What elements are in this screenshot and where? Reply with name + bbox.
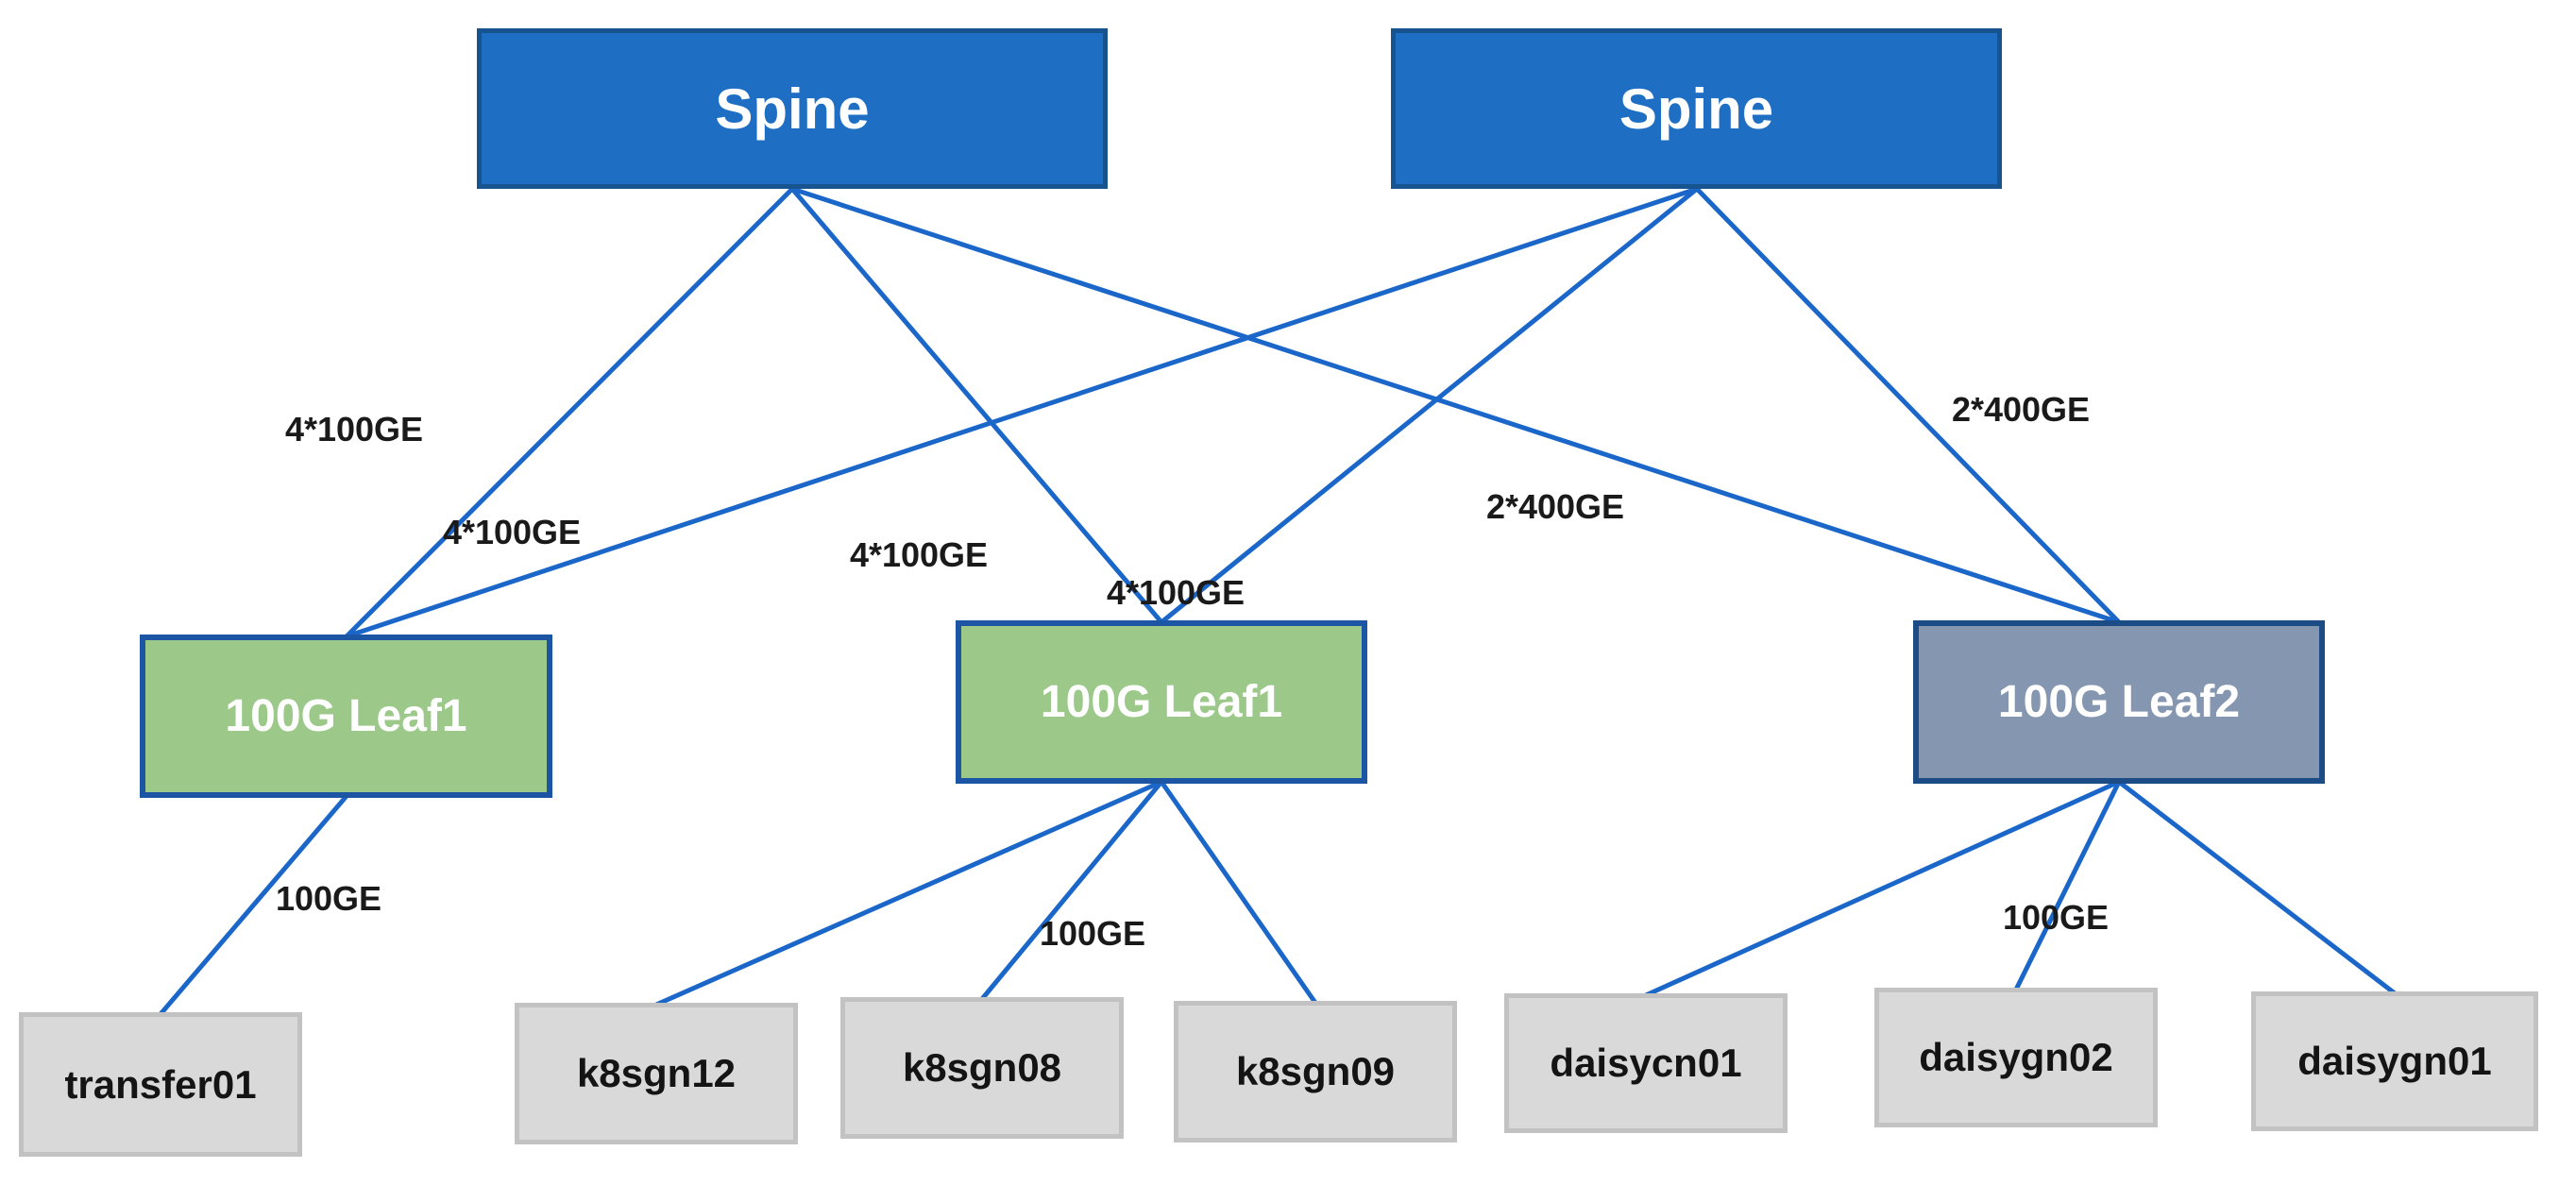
- link-label-spine2-leaf1b: 4*100GE: [1106, 573, 1246, 612]
- node-leaf-1b: 100G Leaf1: [956, 620, 1367, 784]
- link-spine1-leaf1b: [790, 187, 1163, 624]
- node-leaf-2: 100G Leaf2: [1913, 620, 2325, 784]
- link-spine1-leaf2: [791, 186, 2120, 625]
- link-spine2-leaf1a: [346, 186, 1698, 639]
- link-leaf1b-k8sgn08: [980, 780, 1163, 1001]
- link-leaf1a-transfer01: [159, 794, 348, 1016]
- node-spine-2: Spine: [1391, 28, 2002, 189]
- node-server-transfer01: transfer01: [19, 1012, 302, 1157]
- link-spine2-leaf2: [1695, 187, 2121, 624]
- node-server-daisygn02: daisygn02: [1874, 988, 2158, 1127]
- link-leaf2-daisycn01: [1644, 779, 2121, 998]
- link-label-spine1-leaf2: 2*400GE: [1485, 487, 1625, 526]
- link-label-spine1-leaf1b: 4*100GE: [849, 535, 989, 574]
- link-leaf2-daisygn02: [2013, 780, 2122, 991]
- node-server-k8sgn12: k8sgn12: [515, 1003, 798, 1144]
- node-server-k8sgn08: k8sgn08: [840, 997, 1124, 1139]
- node-server-daisycn01: daisycn01: [1504, 993, 1788, 1133]
- link-spine1-leaf1a: [345, 187, 794, 638]
- link-leaf1b-k8sgn09: [1159, 780, 1318, 1005]
- node-server-k8sgn09: k8sgn09: [1174, 1001, 1457, 1143]
- node-spine-1: Spine: [477, 28, 1108, 189]
- link-leaf2-daisygn01: [2117, 780, 2397, 995]
- link-label-leaf1b-k8sgn09: 100GE: [1039, 914, 1146, 953]
- link-leaf1b-k8sgn12: [654, 779, 1163, 1007]
- link-label-spine2-leaf2: 2*400GE: [1951, 390, 2091, 429]
- link-label-spine1-leaf1a: 4*100GE: [284, 410, 424, 449]
- node-leaf-1a: 100G Leaf1: [140, 635, 552, 798]
- link-spine2-leaf1b: [1160, 187, 1699, 624]
- node-server-daisygn01: daisygn01: [2251, 991, 2538, 1131]
- link-label-spine2-leaf1a: 4*100GE: [442, 513, 582, 551]
- link-label-leaf1a-transfer01: 100GE: [275, 879, 382, 918]
- link-label-leaf2-daisygn02: 100GE: [2002, 898, 2110, 937]
